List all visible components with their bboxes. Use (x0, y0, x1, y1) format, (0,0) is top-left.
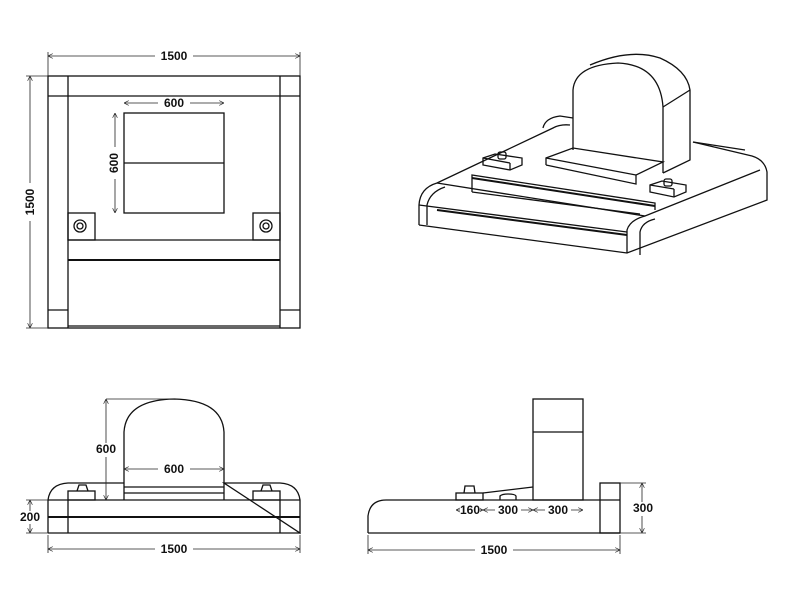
stone-width-label: 600 (164, 96, 184, 110)
front-base-height-label: 200 (20, 510, 40, 524)
top-width-label: 1500 (161, 49, 188, 63)
side-seg1-label: 160 (460, 503, 480, 517)
bolt-block-left (67, 212, 96, 241)
side-seg2-label: 300 (498, 503, 518, 517)
side-height-label: 300 (633, 501, 653, 515)
top-depth-label: 1500 (23, 188, 37, 215)
front-width-label: 1500 (161, 542, 188, 556)
front-stone-width-label: 600 (164, 462, 184, 476)
isometric-view (418, 53, 768, 255)
side-length-label: 1500 (481, 543, 508, 557)
side-view: 160 300 300 300 1500 (367, 398, 656, 557)
bolt-block-right (252, 212, 281, 241)
top-view: 1500 1500 600 600 (23, 49, 301, 329)
side-seg3-label: 300 (548, 503, 568, 517)
front-stone-height-label: 600 (96, 442, 116, 456)
stone-depth-label: 600 (107, 153, 121, 173)
front-view: 600 600 200 1500 (16, 398, 301, 556)
